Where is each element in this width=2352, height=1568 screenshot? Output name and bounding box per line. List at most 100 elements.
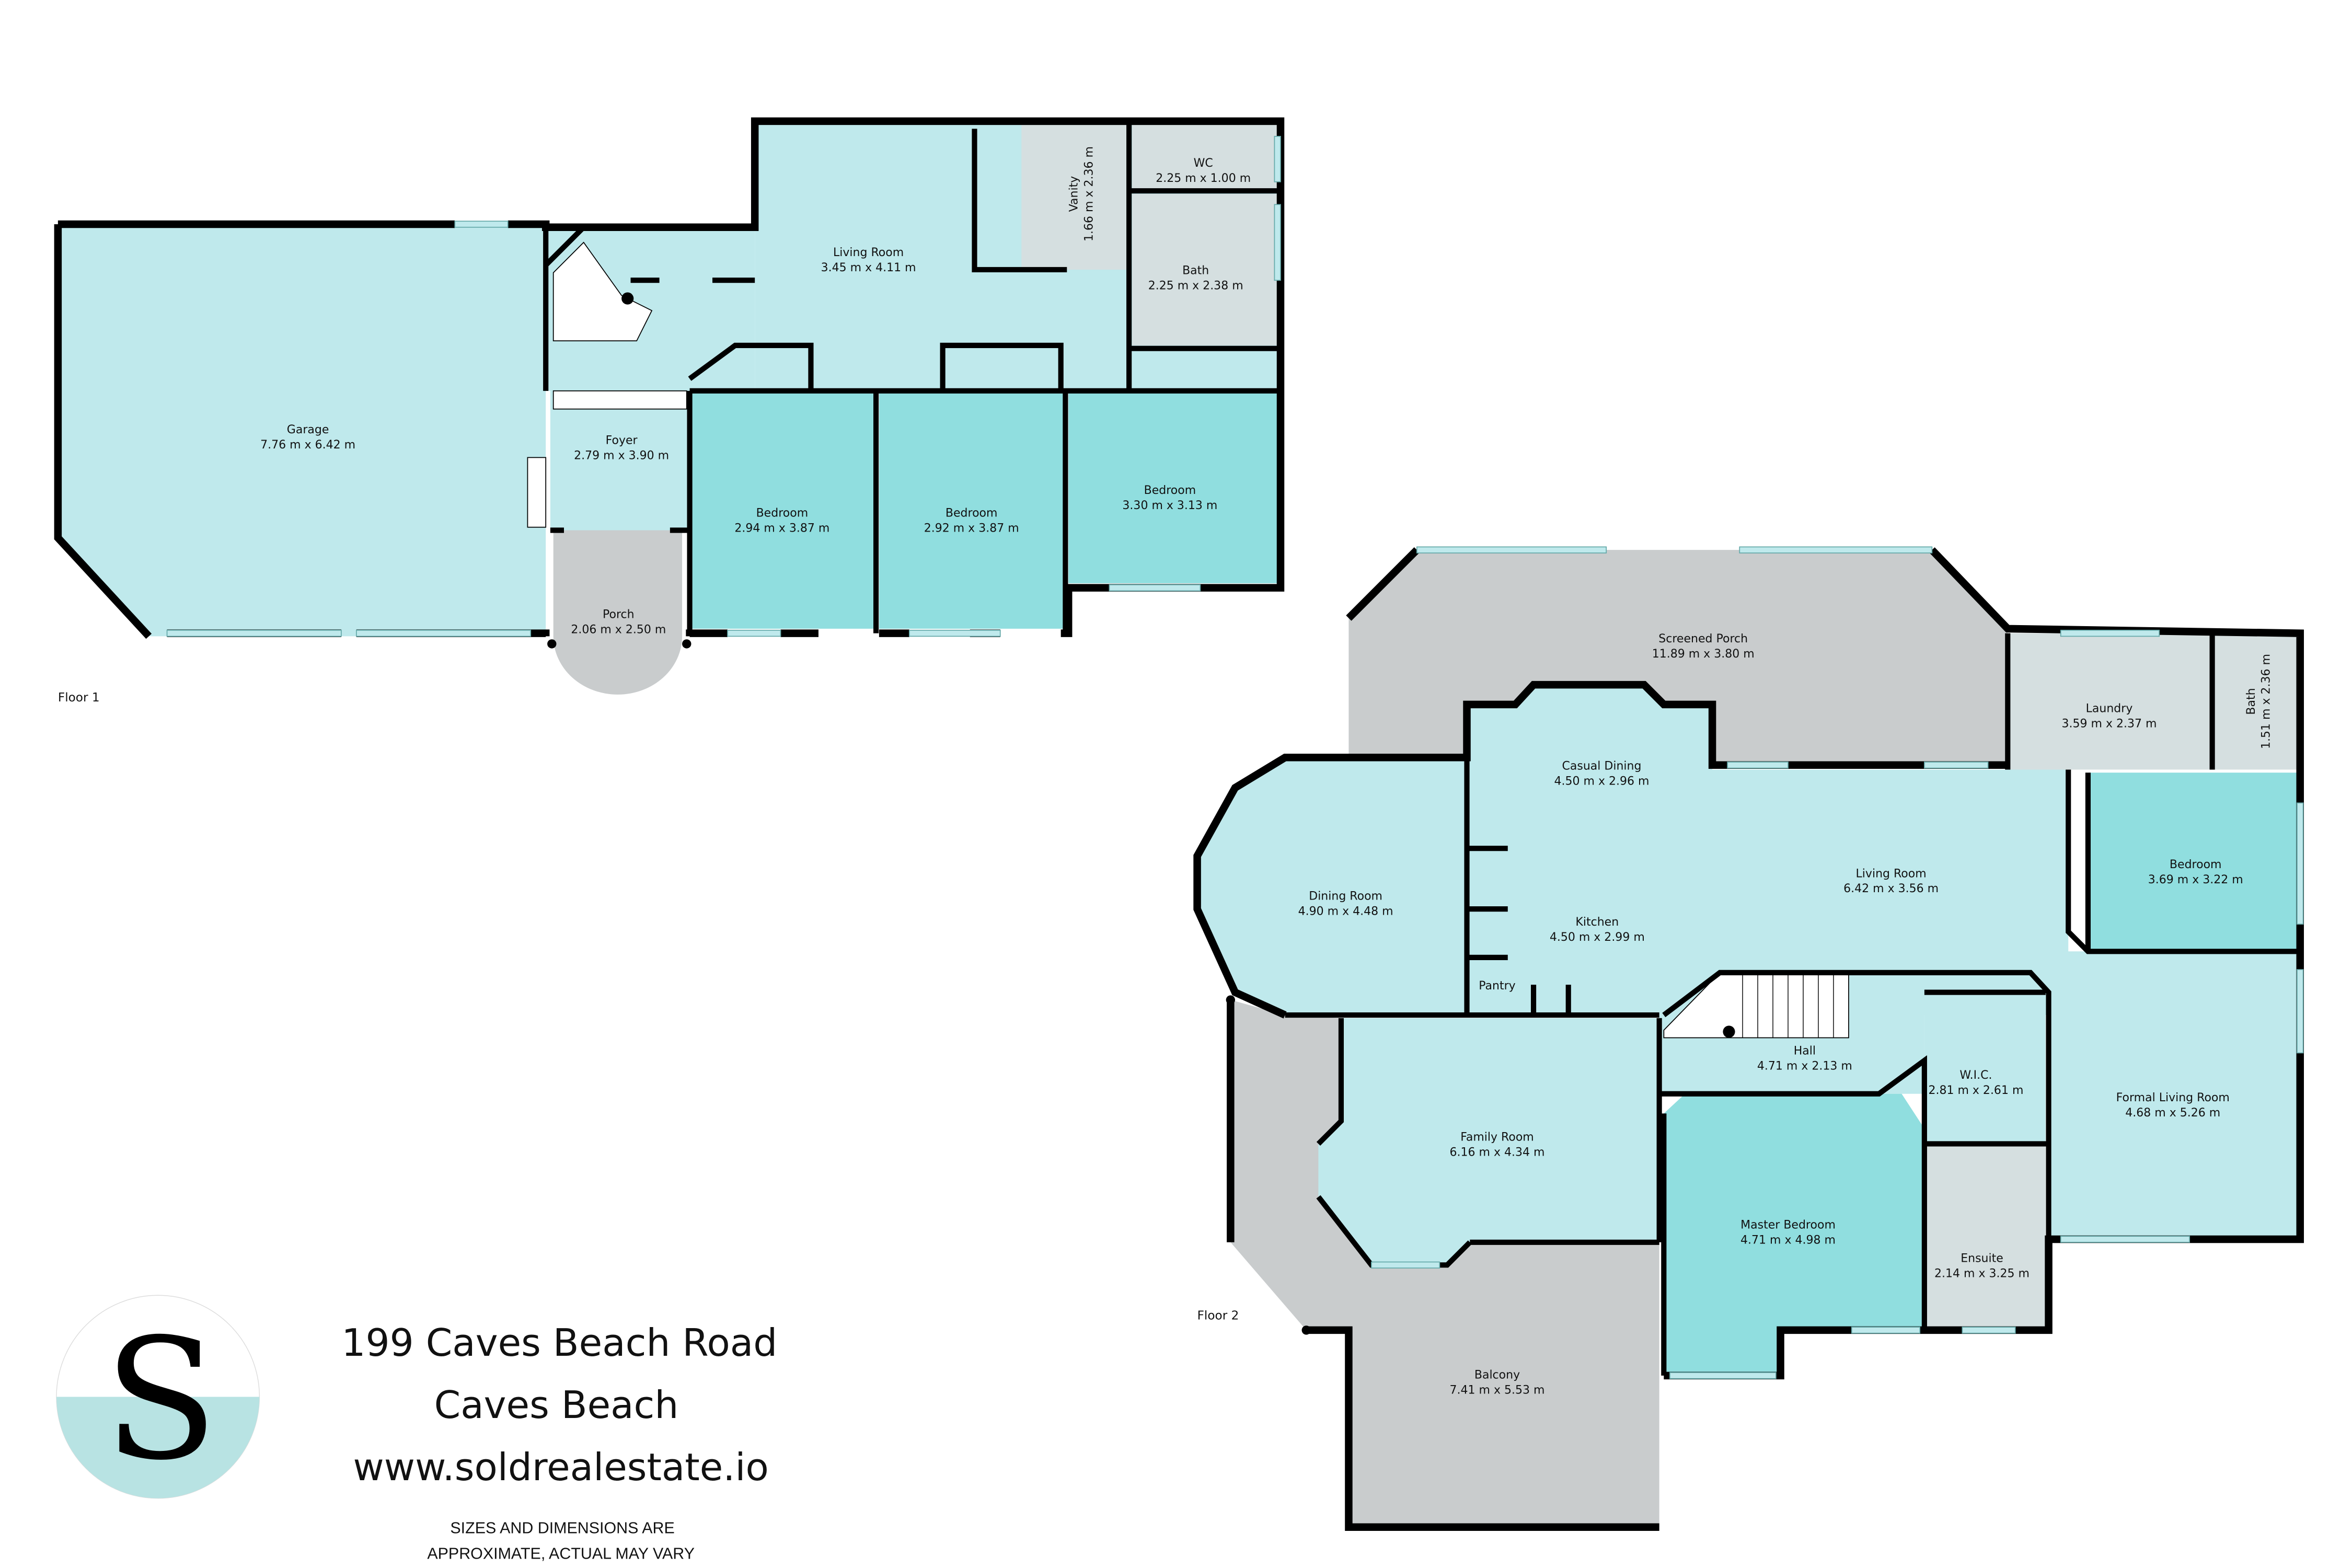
floor-1-inner-walls [543, 121, 1281, 633]
room-name: Balcony [1474, 1369, 1520, 1382]
logo-letter: S [104, 1303, 218, 1497]
window [1962, 1327, 2016, 1334]
room-dimensions: 3.59 m x 2.37 m [2062, 717, 2157, 730]
room-label: Formal Living Room 4.68 m x 5.26 m [2116, 1091, 2230, 1120]
room-name: Foyer [606, 434, 638, 447]
room-name: Bedroom [2170, 858, 2222, 871]
wc-area [1132, 124, 1278, 190]
porch-area [553, 530, 683, 695]
room-label: Bedroom 3.69 m x 3.22 m [2148, 858, 2243, 886]
staircase [552, 241, 653, 342]
garage-step [527, 457, 547, 528]
room-dimensions: 3.30 m x 3.13 m [1122, 499, 1217, 512]
window [1371, 1261, 1440, 1269]
window [727, 629, 781, 637]
floor-1-label: Floor 1 [58, 690, 100, 705]
window [1727, 762, 1789, 769]
room-name: Family Room [1460, 1131, 1534, 1144]
window [908, 629, 1001, 637]
casual-dining-living-area [1467, 685, 2069, 1016]
bedroom-area [1068, 390, 1278, 583]
room-dimensions: 3.69 m x 3.22 m [2148, 873, 2243, 886]
room-label: Bedroom 3.30 m x 3.13 m [1122, 484, 1217, 512]
room-label: Family Room 6.16 m x 4.34 m [1450, 1131, 1545, 1159]
room-name: Garage [287, 423, 329, 436]
room-name: Dining Room [1309, 890, 1382, 903]
master-bedroom-area [1664, 1093, 1924, 1376]
room-dimensions: 6.16 m x 4.34 m [1450, 1146, 1545, 1159]
room-name: Casual Dining [1562, 759, 1642, 773]
room-name: Master Bedroom [1740, 1219, 1836, 1232]
window [1274, 136, 1281, 182]
room-name: Laundry [2086, 702, 2133, 715]
room-dimensions: 11.89 m x 3.80 m [1652, 648, 1755, 661]
room-name: Bedroom [1144, 484, 1196, 497]
stair-post [621, 292, 634, 305]
window [2297, 802, 2304, 925]
room-name: Vanity [1068, 176, 1081, 212]
floor-2-label: Floor 2 [1197, 1309, 1239, 1323]
room-name: Living Room [1856, 867, 1927, 880]
window [1739, 546, 1933, 554]
window [1416, 546, 1607, 554]
ensuite-area [1924, 1144, 2046, 1330]
disclaimer-line-2: APPROXIMATE, ACTUAL MAY VARY [427, 1545, 695, 1563]
website-link[interactable]: www.soldrealestate.io [353, 1446, 769, 1490]
family-room-area [1318, 1018, 1659, 1265]
bedroom-area [689, 390, 877, 629]
stair-post [1723, 1025, 1735, 1038]
room-label: Bedroom 2.94 m x 3.87 m [734, 506, 829, 535]
garage-area [57, 224, 546, 637]
room-name: Kitchen [1575, 916, 1619, 929]
room-name: Formal Living Room [2116, 1091, 2230, 1104]
room-label: Laundry 3.59 m x 2.37 m [2062, 702, 2157, 730]
bedroom-area [2088, 773, 2300, 952]
garage-door [166, 629, 342, 637]
room-dimensions: 4.71 m x 4.98 m [1740, 1234, 1836, 1247]
address-line-2: Caves Beach [434, 1383, 679, 1427]
room-dimensions: 4.50 m x 2.99 m [1550, 931, 1645, 944]
room-label: Pantry [1479, 979, 1515, 993]
window [1851, 1327, 1921, 1334]
room-dimensions: 4.68 m x 5.26 m [2125, 1106, 2220, 1120]
window [1924, 762, 1989, 769]
room-dimensions: 1.51 m x 2.36 m [2260, 654, 2273, 749]
room-label: Balcony 7.41 m x 5.53 m [1450, 1369, 1545, 1397]
room-dimensions: 3.45 m x 4.11 m [821, 261, 916, 274]
room-dimensions: 2.06 m x 2.50 m [571, 624, 666, 637]
bath-area [1132, 194, 1278, 345]
room-dimensions: 2.79 m x 3.90 m [574, 449, 669, 462]
entry-step [552, 390, 687, 410]
window [2060, 629, 2160, 637]
room-name: Hall [1794, 1044, 1816, 1057]
room-name: Pantry [1479, 979, 1515, 993]
floor-2-inner-walls [1285, 633, 2300, 1376]
room-dimensions: 2.94 m x 3.87 m [734, 522, 829, 535]
bath-area [2212, 633, 2300, 770]
room-dimensions: 1.66 m x 2.36 m [1083, 146, 1096, 241]
room-dimensions: 4.71 m x 2.13 m [1757, 1059, 1852, 1073]
stair-treads [1742, 972, 1834, 1038]
balcony-area [1230, 1000, 1659, 1527]
room-label: Hall 4.71 m x 2.13 m [1757, 1044, 1852, 1073]
room-name: Ensuite [1961, 1252, 2003, 1265]
window [2060, 1236, 2190, 1243]
window [454, 221, 509, 228]
room-dimensions: 2.25 m x 1.00 m [1156, 172, 1251, 185]
window [1274, 204, 1281, 281]
room-name: Bedroom [756, 506, 809, 520]
room-dimensions: 7.41 m x 5.53 m [1450, 1384, 1545, 1397]
logo: S [56, 1295, 260, 1499]
bedroom-area [879, 390, 1066, 629]
dining-room-area [1197, 757, 1467, 1016]
